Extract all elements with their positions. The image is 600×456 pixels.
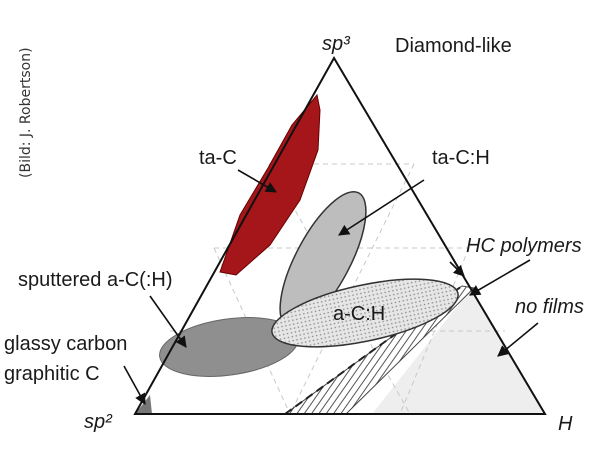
label-no-films: no films xyxy=(515,296,584,318)
label-a-c-h: a-C:H xyxy=(333,303,385,325)
vertex-label-sp2: sp² xyxy=(84,411,113,433)
triangle-outline xyxy=(133,55,547,415)
label-ta-c: ta-C xyxy=(199,147,237,169)
label-hc-polymers: HC polymers xyxy=(466,235,582,257)
annotation-arrows xyxy=(123,169,539,405)
arrow-glassy-carbon xyxy=(123,365,146,405)
arrow-no-films xyxy=(497,322,539,357)
label-glassy-carbon: glassy carbon xyxy=(4,333,127,355)
vertex-label-sp3: sp³ xyxy=(322,33,351,55)
arrow-sputtered xyxy=(149,295,187,348)
label-diamond-like: Diamond-like xyxy=(395,35,512,57)
a-c-h-region xyxy=(271,278,459,348)
label-graphitic-c: graphitic C xyxy=(4,363,100,385)
image-credit: (Bild: J. Robertson) xyxy=(18,47,34,178)
no-films-region xyxy=(372,290,545,414)
vertex-label-h: H xyxy=(558,413,573,435)
arrow-diamond-like xyxy=(449,261,465,277)
label-sputtered: sputtered a-C(:H) xyxy=(18,269,173,291)
arrow-hc-polymers xyxy=(469,259,531,296)
arrow-ta-c-h xyxy=(338,179,425,236)
label-ta-c-h: ta-C:H xyxy=(432,147,490,169)
arrow-ta-c xyxy=(237,169,277,193)
